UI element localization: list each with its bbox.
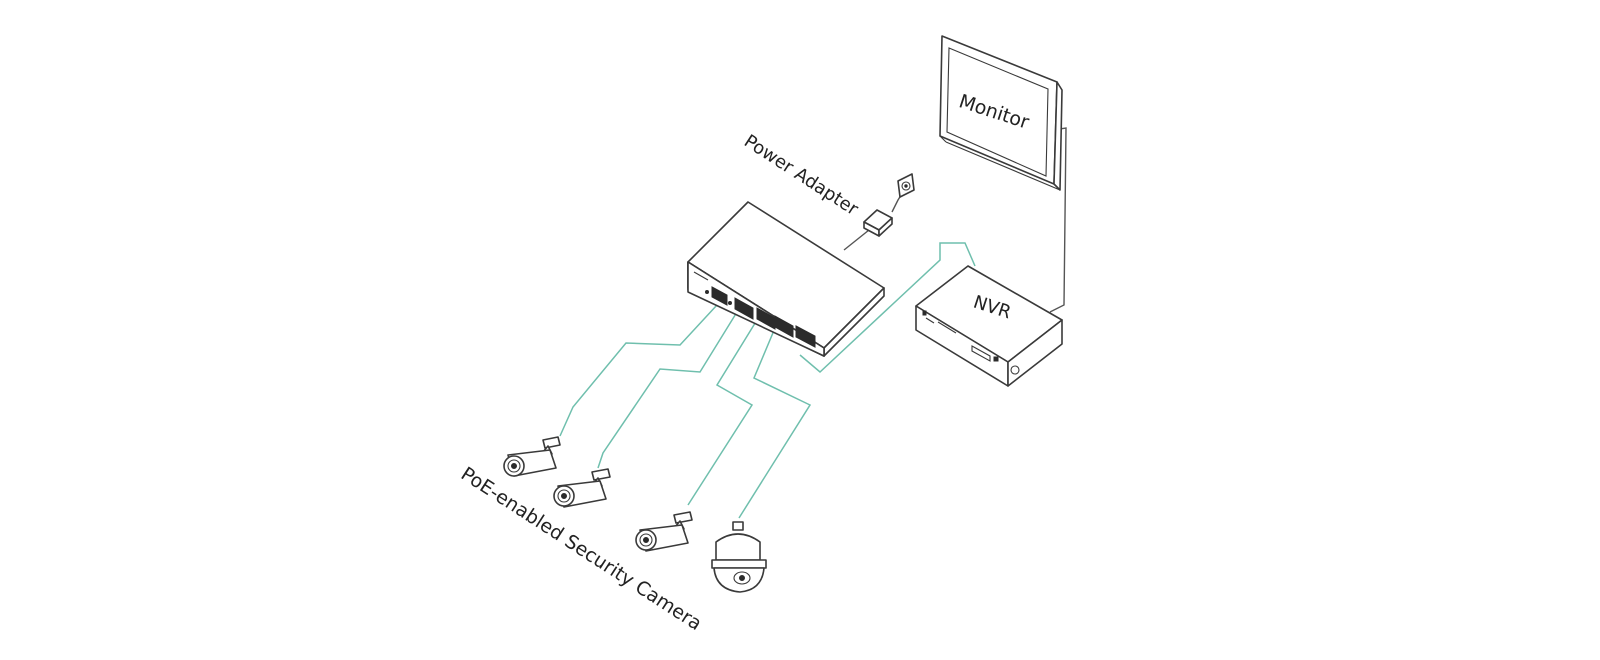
nvr-icon — [915, 265, 1063, 387]
power-adapter-icon — [863, 209, 893, 237]
cable-camera-3 — [687, 319, 758, 506]
cable-nvr-uplink — [799, 242, 976, 374]
cable-camera-2 — [597, 311, 738, 469]
cable-camera-1 — [559, 304, 718, 437]
wall-outlet-icon — [897, 173, 915, 198]
power-adapter-label: Power Adapter — [740, 131, 862, 221]
network-switch-icon — [687, 201, 885, 357]
ptz-dome-camera-icon — [711, 521, 767, 593]
bullet-camera-icon — [635, 511, 693, 552]
cable-dome-camera — [738, 327, 812, 519]
switch-ports — [693, 271, 816, 348]
monitor-icon — [939, 35, 1063, 191]
bullet-camera-icon — [503, 436, 561, 477]
ethernet-cables — [559, 242, 976, 519]
bullet-camera-icon — [553, 468, 611, 508]
